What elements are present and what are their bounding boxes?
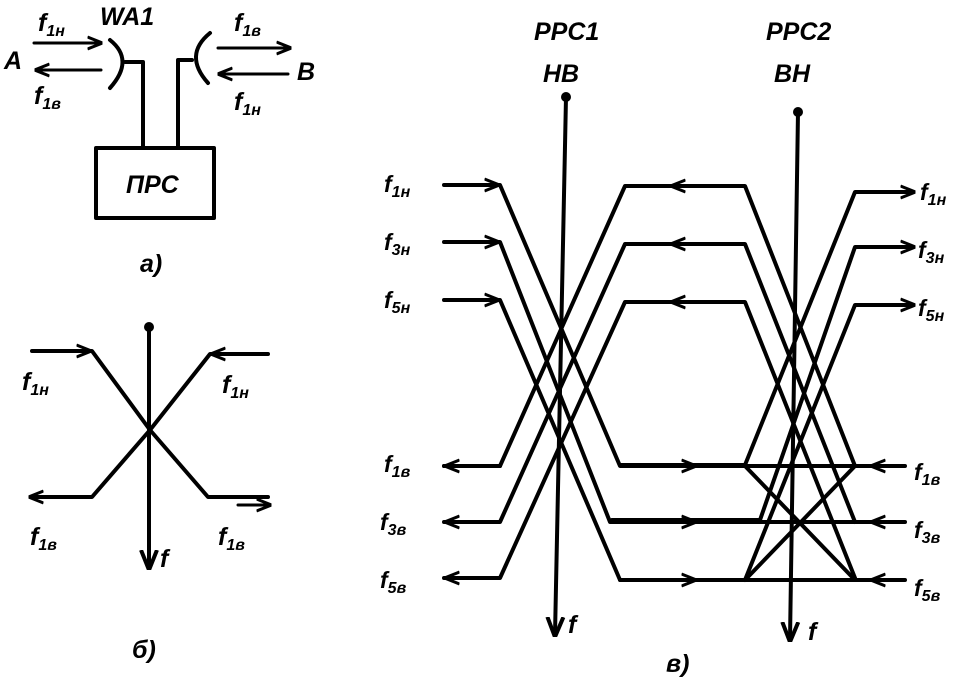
caption-c: в) — [666, 650, 689, 678]
axis-label-b: f — [160, 545, 171, 573]
path-r1h — [618, 190, 914, 467]
caption-a: а) — [140, 250, 162, 278]
label-l5b: f5в — [380, 567, 407, 597]
sig-b-bl: f1в — [30, 523, 57, 554]
label-r3b: f3в — [914, 517, 941, 547]
station1-mode: НВ — [543, 60, 579, 88]
left-top-labels: f1н f3н f5н — [384, 171, 411, 317]
label-l1b: f1в — [384, 451, 411, 481]
sig-b-tl: f1н — [22, 368, 49, 399]
right-bottom-labels: f1в f3в f5в — [914, 459, 941, 605]
label-r5h: f5н — [918, 295, 945, 325]
sig-b-tr: f1н — [222, 371, 249, 402]
right-reflector-icon — [194, 31, 212, 85]
panel-a: WA1 ПРС A B f1н f1в f1в f1н а) — [3, 3, 315, 278]
left-reflector-icon — [108, 38, 125, 90]
sig-b-bottom: f1н — [234, 88, 261, 119]
label-r3h: f3н — [918, 237, 945, 267]
axis2-label: f — [808, 618, 819, 646]
side-a-label: A — [3, 47, 22, 75]
station2-label: РРС2 — [766, 18, 831, 46]
station-label: ПРС — [126, 171, 180, 199]
label-l3h: f3н — [384, 229, 411, 259]
axis1-line — [555, 95, 568, 635]
left-bottom-labels: f1в f3в f5в — [380, 451, 411, 597]
path-r5h — [618, 303, 914, 582]
caption-b: б) — [132, 636, 156, 664]
label-r5b: f5в — [914, 575, 941, 605]
antenna-label: WA1 — [100, 3, 154, 31]
right-top-labels: f1н f3н f5н — [918, 179, 947, 325]
station2-mode: ВН — [774, 60, 811, 88]
right-feed — [176, 58, 194, 150]
label-l1h: f1н — [384, 171, 411, 201]
label-r1b: f1в — [914, 459, 941, 489]
label-r1h: f1н — [920, 179, 947, 209]
sig-b-br: f1в — [218, 523, 245, 554]
sig-a-top: f1н — [38, 9, 65, 40]
sig-a-bottom: f1в — [34, 82, 61, 113]
sig-b-top: f1в — [234, 9, 261, 40]
panel-b: f1н f1н f1в f1в f б) — [22, 322, 272, 664]
axis2-line — [790, 110, 798, 640]
side-b-label: B — [297, 58, 315, 86]
axis1-label: f — [568, 611, 579, 639]
label-l3b: f3в — [380, 509, 407, 539]
panel-c: РРС1 НВ РРС2 ВН f f — [380, 18, 947, 678]
station1-label: РРС1 — [534, 18, 599, 46]
left-feed — [123, 60, 145, 150]
station-box — [94, 146, 216, 220]
label-l5h: f5н — [384, 287, 411, 317]
